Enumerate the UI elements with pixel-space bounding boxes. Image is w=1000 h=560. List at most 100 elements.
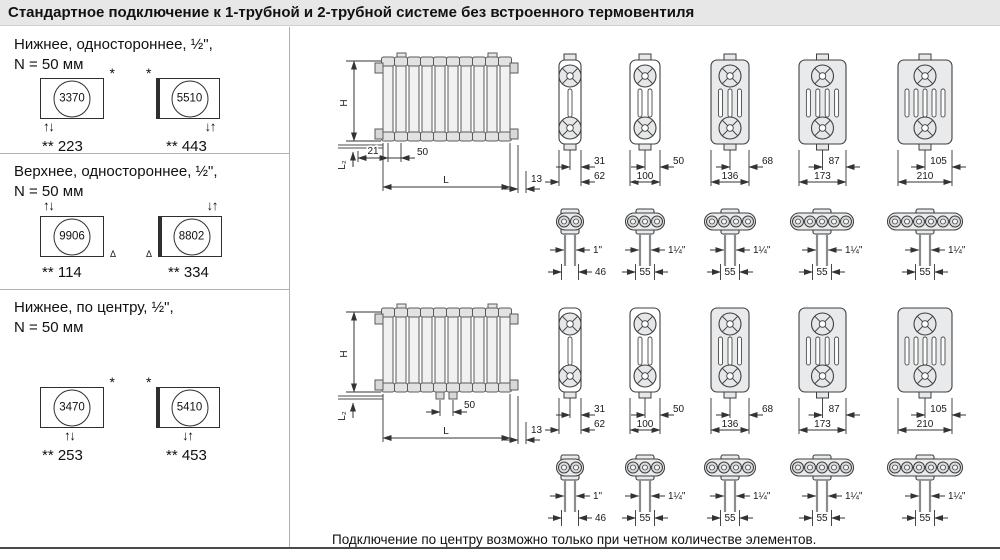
delta-mark: Δ bbox=[109, 249, 116, 259]
top-view-2col-row1: 1" 46 bbox=[548, 208, 607, 280]
dim-label-inner: 87 bbox=[829, 404, 841, 415]
heading-line2: N = 50 мм bbox=[14, 183, 84, 200]
star-mark: * bbox=[146, 65, 152, 81]
cross-section-6col-row2: 105 210 bbox=[897, 307, 966, 434]
section-top-one-side: Верхнее, одностороннее, ½", N = 50 мм 99… bbox=[0, 154, 289, 290]
dim-label-L2: L₂ bbox=[337, 411, 348, 421]
dim-label-inner: 105 bbox=[930, 156, 947, 167]
dim-label-width: 55 bbox=[724, 267, 736, 278]
heading-line1: Нижнее, по центру, ½", bbox=[14, 299, 174, 316]
dim-label-thread: 1¼" bbox=[668, 244, 686, 256]
connection-value: ** 114 bbox=[42, 264, 82, 281]
cross-section-5col-row1: 87 173 bbox=[798, 53, 860, 186]
dim-label-outer: 100 bbox=[637, 171, 654, 182]
dim-label-inner: 31 bbox=[594, 156, 606, 167]
radiator-outline: 3370 bbox=[40, 78, 104, 119]
top-view-4col-row2: 1¼" 55 bbox=[703, 454, 771, 526]
cross-section-6col-row1: 105 210 bbox=[897, 53, 966, 186]
top-view-3col-row2: 1¼" 55 bbox=[622, 454, 686, 526]
dim-label-width: 46 bbox=[595, 513, 607, 524]
model-code-circle: 5410 bbox=[171, 389, 208, 426]
top-view-3col-row1: 1¼" 55 bbox=[622, 208, 686, 280]
heading-line1: Нижнее, одностороннее, ½", bbox=[14, 36, 213, 53]
connection-value: ** 453 bbox=[166, 447, 207, 464]
connection-diagram-9906: 9906 ↑↓ Δ ** 114 bbox=[40, 198, 116, 281]
cross-section-3col-row1: 50 100 bbox=[629, 53, 685, 186]
dim-label-thread: 1¼" bbox=[753, 490, 771, 502]
delta-mark: Δ bbox=[146, 249, 153, 259]
connection-value: ** 253 bbox=[42, 447, 83, 464]
dim-label-outer: 173 bbox=[814, 419, 831, 430]
dim-label-H: H bbox=[339, 350, 350, 357]
dim-label-50: 50 bbox=[417, 147, 429, 158]
top-view-6col-row1: 1¼" 55 bbox=[886, 208, 966, 280]
connection-diagram-8802: 8802 ↓↑ Δ ** 334 bbox=[146, 198, 222, 281]
cross-section-4col-row1: 68 136 bbox=[710, 53, 774, 186]
radiator-outline: 9906 bbox=[40, 216, 104, 257]
dim-label-width: 55 bbox=[919, 267, 931, 278]
dim-label-inner: 87 bbox=[829, 156, 841, 167]
radiator-front-view-row1: H L₂ 21 50 L 13 bbox=[337, 52, 543, 193]
star-mark: * bbox=[109, 65, 115, 81]
radiator-outline: 5410 bbox=[156, 387, 220, 428]
connection-value: ** 443 bbox=[166, 138, 207, 155]
flow-arrows-icon: ↑↓ bbox=[43, 119, 55, 134]
dim-label-thread: 1¼" bbox=[948, 244, 966, 256]
dim-label-L: L bbox=[443, 175, 449, 186]
dim-label-thread: 1¼" bbox=[668, 490, 686, 502]
dim-label-13: 13 bbox=[531, 174, 543, 185]
dim-label-50: 50 bbox=[464, 400, 476, 411]
flow-arrows-icon: ↓↑ bbox=[182, 428, 194, 443]
dim-label-inner: 50 bbox=[673, 156, 685, 167]
dim-label-inner: 50 bbox=[673, 404, 685, 415]
dim-label-inner: 105 bbox=[930, 404, 947, 415]
flow-arrows-icon: ↑↓ bbox=[64, 428, 76, 443]
section-bottom-center: Нижнее, по центру, ½", N = 50 мм 3470 * … bbox=[0, 290, 289, 547]
footer-note: Подключение по центру возможно только пр… bbox=[332, 532, 817, 547]
bottom-divider bbox=[0, 547, 1000, 549]
heading-line2: N = 50 мм bbox=[14, 56, 84, 73]
model-code-circle: 3470 bbox=[53, 389, 91, 426]
dim-label-width: 55 bbox=[639, 267, 651, 278]
dim-label-L2: L₂ bbox=[337, 160, 348, 170]
dim-label-width: 55 bbox=[724, 513, 736, 524]
model-code-circle: 8802 bbox=[173, 218, 210, 255]
dim-label-width: 55 bbox=[919, 513, 931, 524]
dim-label-thread: 1" bbox=[593, 491, 603, 502]
section-heading: Верхнее, одностороннее, ½", N = 50 мм bbox=[0, 154, 289, 202]
connection-diagram-3470: 3470 * ↑↓ ** 253 bbox=[40, 374, 115, 464]
dim-label-thread: 1¼" bbox=[845, 490, 863, 502]
radiator-outline: 8802 bbox=[158, 216, 222, 257]
radiator-outline: 5510 bbox=[156, 78, 220, 119]
heading-line1: Верхнее, одностороннее, ½", bbox=[14, 163, 218, 180]
star-mark: * bbox=[109, 374, 115, 390]
dim-label-thread: 1" bbox=[593, 245, 603, 256]
dim-label-thread: 1¼" bbox=[845, 244, 863, 256]
heading-line2: N = 50 мм bbox=[14, 319, 84, 336]
dim-label-H: H bbox=[339, 99, 350, 106]
dim-label-outer: 210 bbox=[917, 419, 934, 430]
dim-label-13: 13 bbox=[531, 425, 543, 436]
dim-label-width: 55 bbox=[816, 513, 828, 524]
model-code-circle: 9906 bbox=[53, 218, 91, 255]
cross-section-2col-row2: 31 62 bbox=[545, 307, 606, 434]
top-view-6col-row2: 1¼" 55 bbox=[886, 454, 966, 526]
top-view-5col-row2: 1¼" 55 bbox=[789, 454, 863, 526]
dim-label-outer: 136 bbox=[722, 171, 739, 182]
cross-section-4col-row2: 68 136 bbox=[710, 307, 774, 434]
flow-arrows-icon: ↑↓ bbox=[43, 198, 55, 213]
dim-label-thread: 1¼" bbox=[948, 490, 966, 502]
radiator-outline: 3470 bbox=[40, 387, 104, 428]
connection-value: ** 334 bbox=[168, 264, 209, 281]
dim-label-thread: 1¼" bbox=[753, 244, 771, 256]
dim-label-inner: 68 bbox=[762, 404, 774, 415]
radiator-front-view-row2: H L₂ 50 L 13 bbox=[337, 303, 543, 444]
connection-diagram-5510: 5510 * ↓↑ ** 443 bbox=[146, 65, 220, 155]
flow-arrows-icon: ↓↑ bbox=[204, 119, 217, 134]
model-code-circle: 5510 bbox=[171, 80, 208, 117]
model-code-circle: 3370 bbox=[53, 80, 91, 117]
connection-diagram-5410: 5410 * ↓↑ ** 453 bbox=[146, 374, 220, 464]
dim-label-outer: 62 bbox=[594, 171, 606, 182]
top-view-4col-row1: 1¼" 55 bbox=[703, 208, 771, 280]
cross-section-3col-row2: 50 100 bbox=[629, 307, 685, 434]
